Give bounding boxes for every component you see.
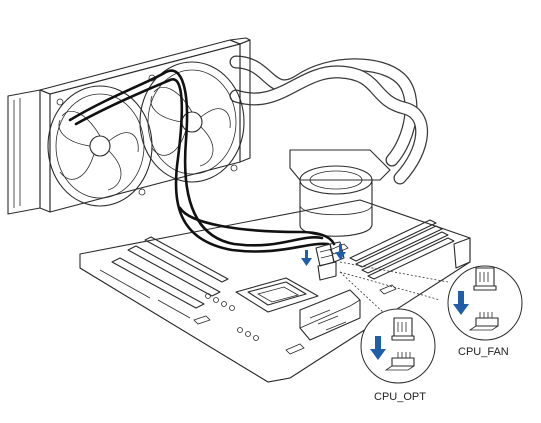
ram-slots — [349, 219, 455, 280]
pcie-slots — [99, 236, 229, 319]
fan-header-icon — [391, 317, 415, 341]
pump-block — [289, 149, 391, 237]
down-arrow-icon — [301, 250, 312, 266]
down-arrow-icon — [335, 244, 346, 260]
cpu-socket — [235, 277, 319, 313]
motherboard — [79, 199, 471, 383]
radiator — [7, 37, 251, 215]
down-arrow-icon — [370, 336, 386, 360]
fan-connector — [315, 241, 345, 281]
leader-lines — [339, 261, 449, 315]
cpu-opt-callout — [360, 308, 436, 384]
cpu-fan-callout — [447, 265, 523, 341]
fan-cables — [68, 69, 336, 253]
cpu-opt-label: CPU_OPT — [374, 391, 426, 403]
fan-icon — [139, 61, 245, 183]
fan-header-icon — [473, 267, 497, 291]
coolant-tubes — [229, 55, 429, 185]
fan-header-icon — [468, 312, 499, 331]
cpu-fan-label: CPU_FAN — [458, 346, 509, 358]
down-arrow-icon — [453, 291, 469, 315]
fan-header-icon — [384, 352, 415, 371]
